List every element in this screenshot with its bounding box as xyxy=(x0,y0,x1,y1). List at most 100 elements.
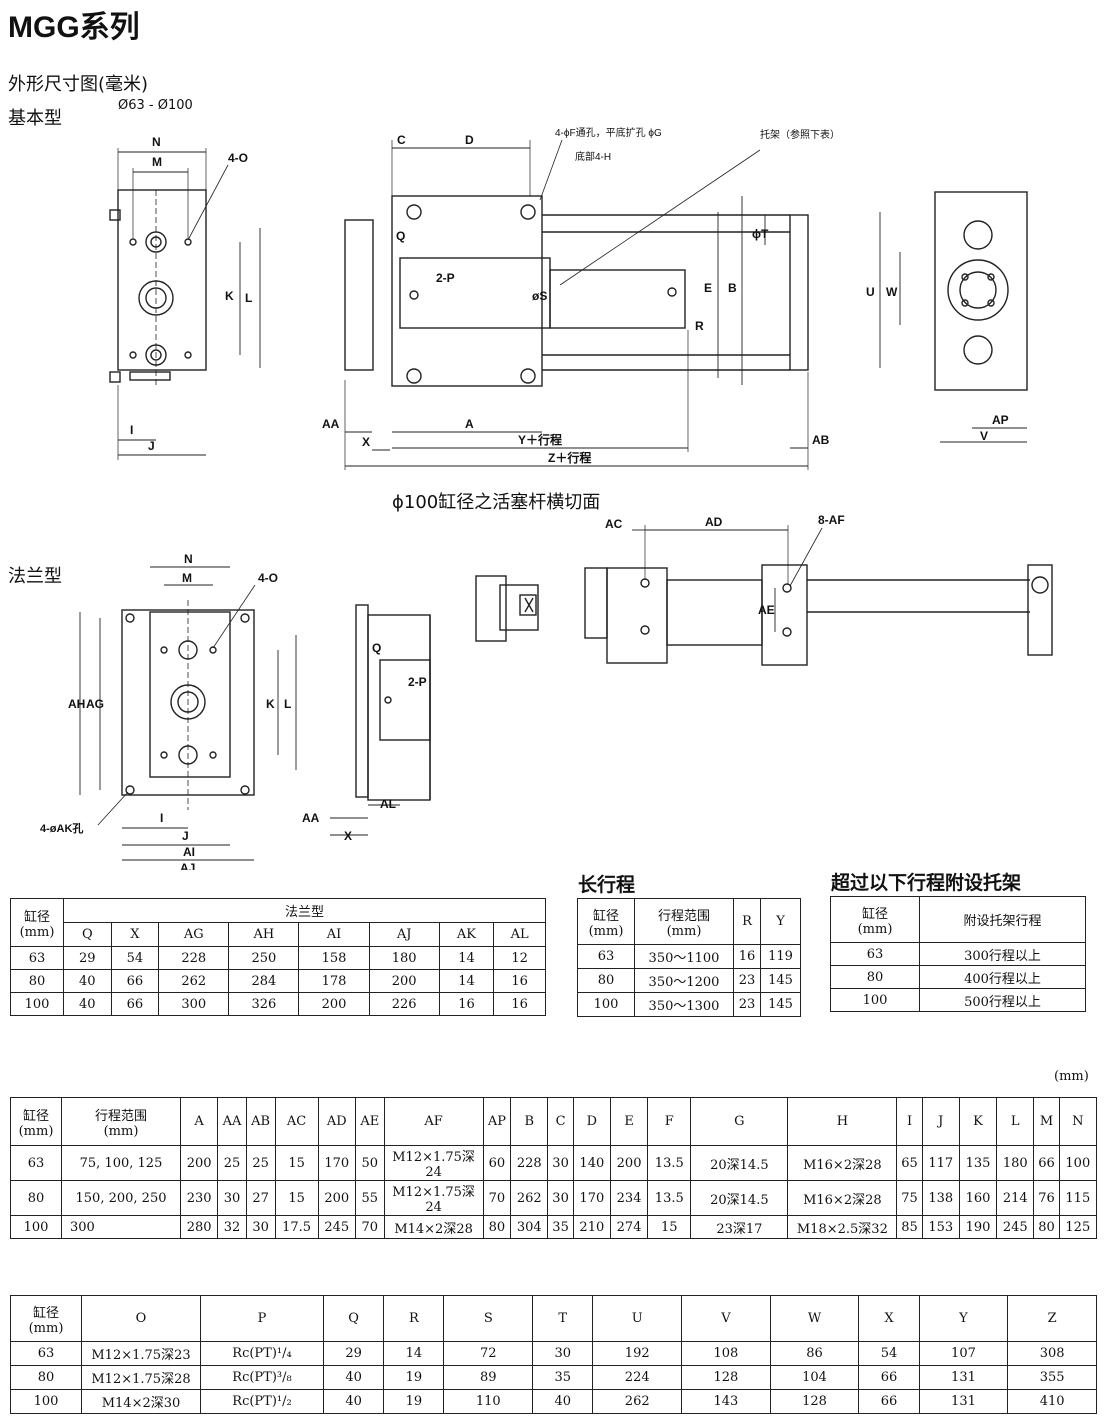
flange-dim-N: N xyxy=(184,552,193,566)
table-cell: 63 xyxy=(830,942,920,966)
table-cell: 29 xyxy=(322,1341,385,1366)
table-cell: 66 xyxy=(110,969,160,993)
table-cell: 16 xyxy=(493,992,546,1016)
col-header: Z xyxy=(1007,1295,1097,1342)
table-cell: 55 xyxy=(354,1180,385,1216)
dim-D: D xyxy=(465,133,474,147)
table-cell: 80 xyxy=(10,1180,62,1216)
col-header: AI xyxy=(298,922,370,947)
table-cell: 131 xyxy=(918,1389,1009,1414)
table-cell: M12×1.75深23 xyxy=(81,1341,201,1366)
dim-AP: AP xyxy=(992,413,1009,427)
table-cell: 355 xyxy=(1007,1365,1097,1390)
table-cell: 145 xyxy=(760,968,801,993)
table-cell: 135 xyxy=(958,1145,998,1181)
table-cell: 226 xyxy=(368,992,440,1016)
col-header: P xyxy=(200,1295,324,1342)
table-cell: 12 xyxy=(493,946,546,970)
dim-U: U xyxy=(866,285,875,299)
table-cell: 66 xyxy=(858,1365,920,1390)
table-cell: 25 xyxy=(217,1145,247,1181)
table-cell: 13.5 xyxy=(647,1180,692,1216)
col-header: AE xyxy=(354,1097,385,1146)
table-cell: 500行程以上 xyxy=(919,988,1086,1012)
table-cell: 80 xyxy=(1033,1215,1060,1239)
dim-C: C xyxy=(397,133,406,147)
col-header: AF xyxy=(383,1097,484,1146)
table-cell: 210 xyxy=(572,1215,611,1239)
table-cell: 153 xyxy=(921,1215,960,1239)
col-header: W xyxy=(769,1295,860,1342)
dim-4-H: 底部4-H xyxy=(575,150,611,163)
flange-dim-AL: AL xyxy=(380,797,396,811)
col-header: AH xyxy=(228,922,300,947)
table-cell: 20深14.5 xyxy=(690,1145,789,1181)
table-cell: 32 xyxy=(217,1215,247,1239)
dim-X: X xyxy=(362,435,370,449)
bore-range-label: Ø63 - Ø100 xyxy=(118,98,193,113)
table-cell: 128 xyxy=(769,1389,860,1414)
flange-dim-K: K xyxy=(266,697,275,711)
table-cell: 17.5 xyxy=(274,1215,319,1239)
table-cell: 117 xyxy=(921,1145,960,1181)
table-cell: 25 xyxy=(245,1145,276,1181)
table-cell: 284 xyxy=(228,969,300,993)
table-cell: M14×2深28 xyxy=(383,1215,484,1239)
basic-type-label: 基本型 xyxy=(8,108,62,129)
table-cell: 200 xyxy=(317,1180,356,1216)
col-header: B xyxy=(510,1097,549,1146)
table-cell: 200 xyxy=(298,992,370,1016)
col-header: AA xyxy=(217,1097,247,1146)
col-header: C xyxy=(547,1097,574,1146)
flange-dim-AH: AH xyxy=(68,697,85,711)
table-cell: 60 xyxy=(482,1145,512,1181)
table-cell: 85 xyxy=(896,1215,923,1239)
col-header: F xyxy=(647,1097,692,1146)
table-cell: 100 xyxy=(1058,1145,1098,1181)
col-header: G xyxy=(690,1097,789,1146)
table-cell: M12×1.75深24 xyxy=(383,1180,484,1216)
col-header: D xyxy=(572,1097,611,1146)
table-cell: 14 xyxy=(438,946,495,970)
table-cell: 245 xyxy=(996,1215,1035,1239)
table-cell: 35 xyxy=(532,1365,594,1390)
table-cell: 40 xyxy=(63,969,112,993)
table-cell: 234 xyxy=(609,1180,649,1216)
dim-J: J xyxy=(148,439,155,453)
table-cell: 262 xyxy=(592,1389,683,1414)
col-header: X xyxy=(110,922,160,947)
table-cell: 70 xyxy=(354,1215,385,1239)
table-cell: 170 xyxy=(572,1180,611,1216)
flange-dim-J: J xyxy=(182,829,189,843)
table-cell: 158 xyxy=(298,946,370,970)
table-cell: 180 xyxy=(996,1145,1035,1181)
table-cell: 100 xyxy=(10,1215,62,1239)
dim-T: ϕT xyxy=(752,227,769,241)
col-header: R xyxy=(732,898,762,945)
col-header: AD xyxy=(317,1097,356,1146)
flange-dim-X: X xyxy=(344,829,352,843)
col-header: E xyxy=(609,1097,649,1146)
col-header: AK xyxy=(438,922,495,947)
table-cell: 66 xyxy=(1033,1145,1060,1181)
table-cell: 115 xyxy=(1058,1180,1098,1216)
range-header-cell: 行程范围(mm) xyxy=(634,898,734,945)
col-header: O xyxy=(81,1295,201,1342)
flange-dim-M: M xyxy=(182,571,192,585)
table-cell: 86 xyxy=(769,1341,860,1366)
table-cell: 66 xyxy=(858,1389,920,1414)
table-cell: 40 xyxy=(322,1365,385,1390)
col-header: V xyxy=(681,1295,771,1342)
table-cell: 190 xyxy=(958,1215,998,1239)
table-cell: M16×2深28 xyxy=(787,1180,898,1216)
table-cell: 108 xyxy=(681,1341,771,1366)
